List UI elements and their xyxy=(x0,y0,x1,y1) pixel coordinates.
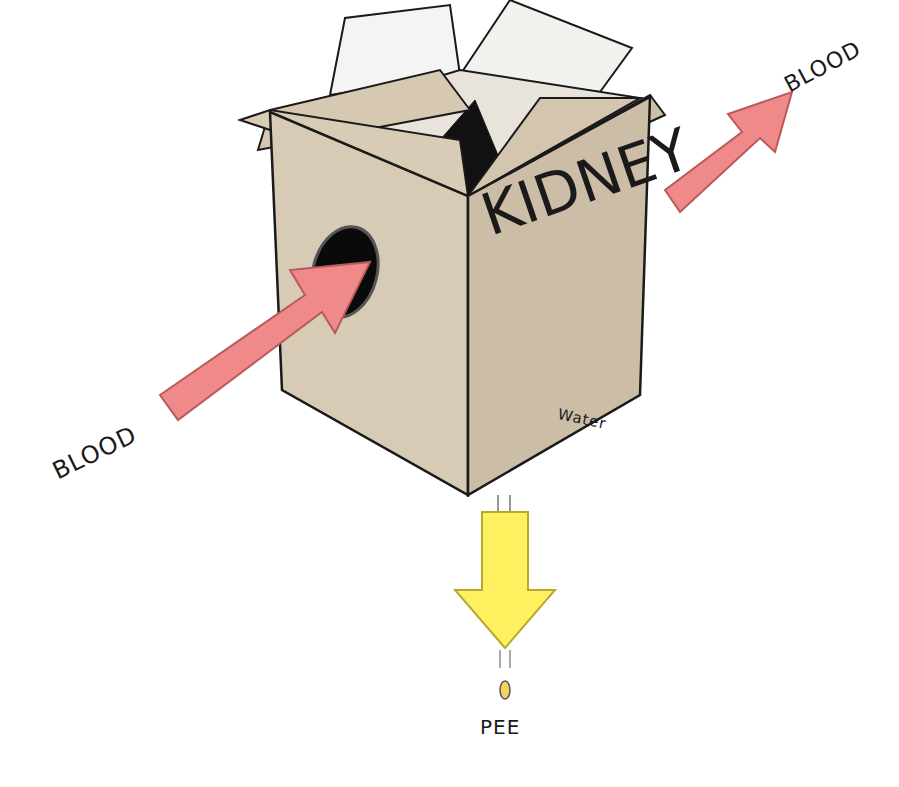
blood-out-label: BLOOD xyxy=(780,36,865,97)
urine-stream xyxy=(497,495,499,515)
cardboard-box xyxy=(240,0,665,495)
pee-drop xyxy=(500,681,510,699)
pee-label: PEE xyxy=(480,715,520,739)
water-label: Water xyxy=(556,405,608,433)
blood-in-label: BLOOD xyxy=(48,420,141,485)
blood-out-arrow xyxy=(665,92,792,212)
blood-in-arrow xyxy=(160,262,370,420)
urine-stream xyxy=(509,495,511,515)
box-left-face xyxy=(270,112,468,495)
urine-stream xyxy=(499,650,501,668)
pee-arrow xyxy=(455,512,555,648)
urine-stream xyxy=(509,650,511,668)
box-hole xyxy=(302,219,388,324)
